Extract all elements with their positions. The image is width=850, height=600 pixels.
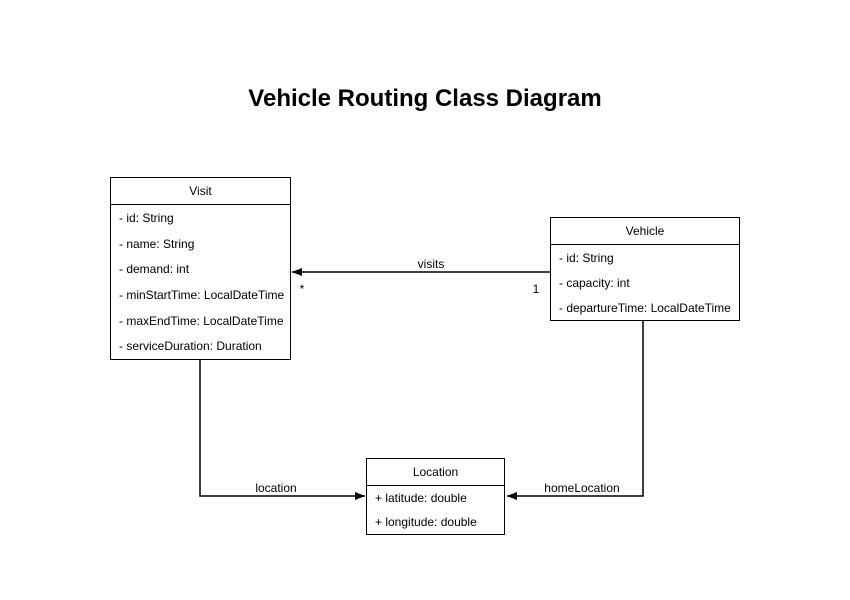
diagram-title: Vehicle Routing Class Diagram — [248, 85, 602, 112]
attribute-row: + latitude: double — [375, 491, 467, 505]
class-vehicle[interactable]: Vehicle - id: String - capacity: int - d… — [550, 217, 740, 321]
attribute-row: - minStartTime: LocalDateTime — [119, 287, 285, 302]
class-visit-title: Visit — [111, 178, 290, 205]
attribute-row: - capacity: int — [559, 275, 630, 290]
class-visit[interactable]: Visit - id: String - name: String - dema… — [110, 177, 291, 360]
attribute-row: - maxEndTime: LocalDateTime — [119, 313, 284, 328]
attribute-row: - name: String — [119, 236, 195, 251]
class-location[interactable]: Location + latitude: double + longitude:… — [366, 458, 505, 535]
attribute-row: - id: String — [559, 250, 614, 265]
attribute-row: - departureTime: LocalDateTime — [559, 300, 731, 315]
edge-visits-label: visits — [415, 257, 447, 271]
class-vehicle-attributes: - id: String - capacity: int - departure… — [551, 245, 739, 320]
edge-visits-source-multiplicity: 1 — [530, 282, 542, 296]
edge-visits-target-multiplicity: * — [297, 282, 307, 296]
edge-homelocation-line[interactable] — [507, 319, 644, 500]
edge-location-label: location — [253, 481, 299, 495]
attribute-row: - serviceDuration: Duration — [119, 339, 262, 354]
attribute-row: - id: String — [119, 210, 174, 225]
edge-location-line[interactable] — [199, 358, 365, 500]
attribute-row: - demand: int — [119, 262, 190, 277]
class-visit-attributes: - id: String - name: String - demand: in… — [111, 205, 290, 359]
class-location-attributes: + latitude: double + longitude: double — [367, 486, 504, 534]
attribute-row: + longitude: double — [375, 515, 477, 529]
edge-homelocation-label: homeLocation — [542, 481, 622, 495]
class-location-title: Location — [367, 459, 504, 486]
class-vehicle-title: Vehicle — [551, 218, 739, 245]
